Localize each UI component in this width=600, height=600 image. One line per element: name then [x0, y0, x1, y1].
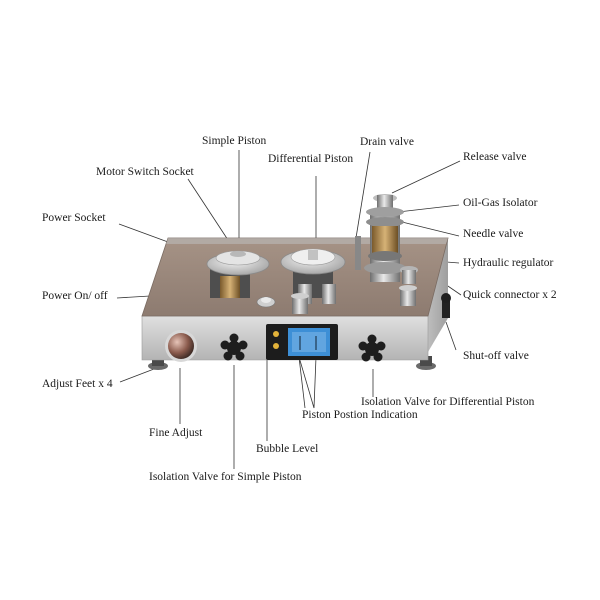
- bubble-level: [256, 296, 276, 308]
- quick-connectors: [291, 285, 417, 314]
- label-isolation-valve-simple: Isolation Valve for Simple Piston: [149, 471, 302, 483]
- label-adjust-feet: Adjust Feet x 4: [42, 378, 113, 390]
- label-shut-off-valve: Shut-off valve: [463, 350, 529, 362]
- leader-shut-off: [445, 321, 457, 351]
- label-drain-valve: Drain valve: [360, 136, 414, 148]
- leader-power-socket: [118, 223, 169, 243]
- label-fine-adjust: Fine Adjust: [149, 427, 203, 439]
- plate-rim: [166, 238, 448, 244]
- label-isolation-valve-differential: Isolation Valve for Differential Piston: [361, 396, 535, 408]
- iso-valve-simple-knob: [220, 333, 248, 361]
- leader-motor-switch: [187, 178, 229, 241]
- label-needle-valve: Needle valve: [463, 228, 524, 240]
- label-release-valve: Release valve: [463, 151, 527, 163]
- label-power-on-off: Power On/ off: [42, 290, 108, 302]
- display-panel: [266, 324, 338, 360]
- label-power-socket: Power Socket: [42, 212, 106, 224]
- iso-valve-diff-knob: [358, 334, 386, 362]
- leader-adjust-feet: [119, 368, 155, 383]
- leader-piston-position: [298, 356, 317, 409]
- label-oil-gas-isolator: Oil-Gas Isolator: [463, 197, 538, 209]
- leader-drain-valve: [354, 151, 371, 245]
- label-piston-position-indication: Piston Postion Indication: [302, 409, 418, 421]
- leader-needle-valve: [401, 221, 460, 237]
- differential-piston-assembly: [280, 248, 346, 304]
- leader-power-on-off: [116, 295, 151, 299]
- label-bubble-level: Bubble Level: [256, 443, 319, 455]
- adjust-feet: [148, 356, 436, 370]
- leader-lines: [116, 150, 462, 469]
- label-simple-piston: Simple Piston: [202, 135, 267, 147]
- valve-stack: [355, 194, 418, 284]
- label-hydraulic-regulator: Hydraulic regulator: [463, 257, 554, 269]
- leader-release-valve: [391, 160, 461, 194]
- label-motor-switch-socket: Motor Switch Socket: [96, 166, 194, 178]
- label-quick-connector: Quick connector x 2: [463, 289, 557, 301]
- label-differential-piston: Differential Piston: [268, 153, 354, 165]
- simple-piston-assembly: [206, 250, 270, 298]
- shut-off-valve-shape: [441, 293, 451, 318]
- leader-oil-gas: [397, 204, 460, 213]
- fine-adjust-knob: [165, 330, 197, 362]
